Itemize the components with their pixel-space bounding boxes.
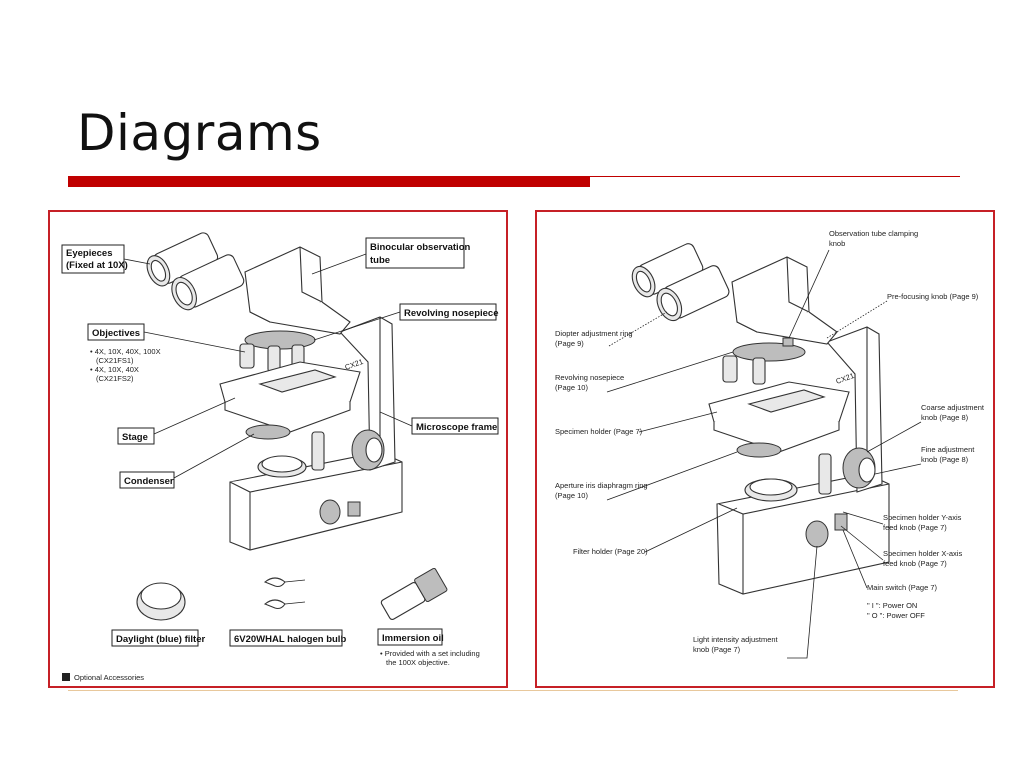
svg-text:Revolving nosepiece: Revolving nosepiece (555, 373, 624, 382)
svg-text:Immersion oil: Immersion oil (382, 633, 444, 644)
svg-text:Main switch (Page 7): Main switch (Page 7) (867, 583, 938, 592)
svg-text:• 4X, 10X, 40X: • 4X, 10X, 40X (90, 365, 139, 374)
left-diagram-svg: CX21 Eyepieces (Fixed at 10X) Binocular … (61, 232, 499, 682)
svg-text:feed knob (Page 7): feed knob (Page 7) (883, 559, 947, 568)
svg-text:(Page 10): (Page 10) (555, 491, 588, 500)
title-rule-thin (590, 176, 960, 177)
label-revolving-nosepiece-r: Revolving nosepiece (Page 10) (555, 351, 734, 393)
svg-text:• 4X, 10X, 40X, 100X: • 4X, 10X, 40X, 100X (90, 347, 161, 356)
svg-text:" O ": Power OFF: " O ": Power OFF (867, 611, 925, 620)
svg-text:CX21: CX21 (835, 371, 856, 386)
svg-text:Objectives: Objectives (92, 328, 140, 339)
label-objectives: Objectives • 4X, 10X, 40X, 100X (CX21FS1… (87, 323, 246, 383)
svg-text:" I ": Power ON: " I ": Power ON (867, 601, 917, 610)
svg-text:Binocular observation: Binocular observation (370, 242, 470, 253)
svg-text:Aperture iris diaphragm ring: Aperture iris diaphragm ring (555, 481, 648, 490)
svg-text:(CX21FS1): (CX21FS1) (96, 356, 134, 365)
svg-text:knob: knob (829, 239, 845, 248)
label-binocular-tube: Binocular observation tube (311, 237, 470, 275)
svg-text:Microscope frame: Microscope frame (416, 422, 497, 433)
svg-text:the 100X objective.: the 100X objective. (386, 658, 450, 667)
svg-text:Specimen holder X-axis: Specimen holder X-axis (883, 549, 962, 558)
svg-text:feed knob (Page 7): feed knob (Page 7) (883, 523, 947, 532)
accessory-filter-drawing: Daylight (blue) filter (111, 582, 206, 647)
left-diagram-panel: CX21 Eyepieces (Fixed at 10X) Binocular … (48, 210, 508, 688)
svg-text:Stage: Stage (122, 432, 148, 443)
svg-text:Filter holder (Page 20): Filter holder (Page 20) (573, 547, 648, 556)
svg-text:Eyepieces: Eyepieces (66, 248, 112, 259)
label-eyepieces: Eyepieces (Fixed at 10X) (61, 244, 151, 274)
svg-text:Fine adjustment: Fine adjustment (921, 445, 975, 454)
svg-text:(Page 9): (Page 9) (555, 339, 584, 348)
svg-text:Coarse adjustment: Coarse adjustment (921, 403, 985, 412)
right-microscope-drawing (631, 243, 890, 595)
accessory-oil-drawing: Immersion oil • Provided with a set incl… (377, 567, 480, 667)
label-microscope-frame: Microscope frame (379, 411, 499, 435)
label-x-axis-feed: Specimen holder X-axis feed knob (Page 7… (840, 525, 962, 568)
svg-text:Revolving nosepiece: Revolving nosepiece (404, 308, 499, 319)
svg-text:Pre-focusing knob (Page 9): Pre-focusing knob (Page 9) (887, 292, 979, 301)
label-tube-clamping-knob: Observation tube clamping knob (788, 229, 918, 339)
left-model-badge: CX21 (344, 357, 365, 372)
label-coarse-adjustment: Coarse adjustment knob (Page 8) (866, 403, 985, 453)
label-filter-holder: Filter holder (Page 20) (573, 507, 738, 556)
label-prefocusing-knob: Pre-focusing knob (Page 9) (826, 292, 979, 339)
svg-text:Condenser: Condenser (124, 476, 174, 487)
label-aperture-iris: Aperture iris diaphragm ring (Page 10) (555, 451, 738, 501)
left-microscope-drawing (146, 232, 403, 551)
bottom-rule (68, 690, 958, 691)
label-revolving-nosepiece: Revolving nosepiece (313, 303, 499, 341)
right-diagram-svg: CX21 Observation tube clamping knob Pre-… (555, 229, 985, 659)
svg-text:6V20WHAL halogen bulb: 6V20WHAL halogen bulb (234, 634, 346, 645)
label-light-intensity: Light intensity adjustment knob (Page 7) (693, 545, 818, 659)
right-model-badge: CX21 (835, 371, 856, 386)
svg-text:Specimen holder (Page 7): Specimen holder (Page 7) (555, 427, 643, 436)
label-diopter-ring: Diopter adjustment ring (Page 9) (555, 311, 668, 348)
optional-accessories-legend: Optional Accessories (62, 673, 144, 682)
svg-text:Daylight (blue) filter: Daylight (blue) filter (116, 634, 206, 645)
svg-text:Light intensity adjustment: Light intensity adjustment (693, 635, 779, 644)
label-specimen-holder: Specimen holder (Page 7) (555, 411, 718, 436)
svg-text:Observation tube clamping: Observation tube clamping (829, 229, 918, 238)
svg-text:• Provided with a set includin: • Provided with a set including (380, 649, 480, 658)
accessory-bulb-drawing: 6V20WHAL halogen bulb (229, 577, 346, 647)
svg-text:tube: tube (370, 255, 390, 266)
svg-text:Diopter adjustment ring: Diopter adjustment ring (555, 329, 633, 338)
label-main-switch: Main switch (Page 7) " I ": Power ON " O… (842, 529, 938, 620)
label-stage: Stage (117, 397, 236, 445)
svg-text:(Fixed at 10X): (Fixed at 10X) (66, 260, 128, 271)
svg-text:(Page 10): (Page 10) (555, 383, 588, 392)
slide-title: Diagrams (77, 104, 322, 162)
svg-text:knob (Page 8): knob (Page 8) (921, 455, 969, 464)
svg-text:(CX21FS2): (CX21FS2) (96, 374, 134, 383)
svg-text:knob (Page 8): knob (Page 8) (921, 413, 969, 422)
label-condenser: Condenser (119, 433, 255, 489)
svg-text:CX21: CX21 (344, 357, 365, 372)
svg-text:knob (Page 7): knob (Page 7) (693, 645, 741, 654)
svg-text:Specimen holder Y-axis: Specimen holder Y-axis (883, 513, 962, 522)
svg-text:Optional Accessories: Optional Accessories (74, 673, 144, 682)
label-y-axis-feed: Specimen holder Y-axis feed knob (Page 7… (842, 511, 962, 532)
right-diagram-panel: CX21 Observation tube clamping knob Pre-… (535, 210, 995, 688)
label-fine-adjustment: Fine adjustment knob (Page 8) (874, 445, 975, 475)
title-rule-thick (68, 176, 590, 187)
